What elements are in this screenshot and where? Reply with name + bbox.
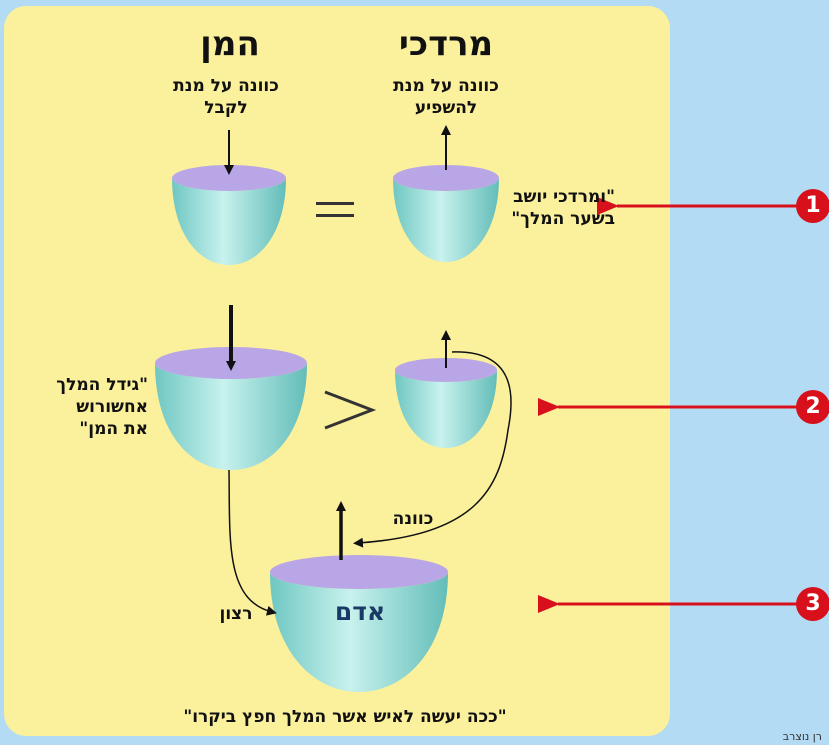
quote-2-line1: "גידל המלך — [56, 375, 148, 395]
label-ratzon: רצון — [219, 604, 253, 624]
bowl-mordechai-top — [393, 165, 499, 262]
intent-haman-line2: לקבל — [204, 98, 248, 118]
header-mordechai: מרדכי — [398, 24, 494, 64]
badge-1: 1 — [796, 189, 829, 223]
bowl-adam — [270, 555, 448, 692]
intent-haman: כוונה על מנת לקבל — [150, 75, 302, 119]
curve-ratzon — [228, 469, 277, 616]
quote-1: "ומרדכי יושב בשער המלך" — [511, 186, 615, 230]
badge-3: 3 — [796, 587, 829, 621]
intent-mordechai-line1: כוונה על מנת — [393, 76, 499, 96]
greater-than-sign — [324, 390, 377, 430]
label-kavana: כוונה — [392, 509, 434, 529]
intent-mordechai-line2: להשפיע — [414, 98, 478, 118]
quote-1-line1: "ומרדכי יושב — [513, 187, 615, 207]
bowl-haman-top — [172, 165, 286, 265]
curve-kavana — [353, 351, 512, 548]
label-adam: אדם — [334, 597, 386, 626]
quote-2-line2: אחשורוש — [76, 397, 148, 417]
quote-bottom: "ככה יעשה לאיש אשר המלך חפץ ביקרו" — [183, 707, 507, 727]
header-haman: המן — [200, 24, 260, 64]
quote-2-line3: את המן" — [79, 419, 148, 439]
bowl-mordechai-middle — [395, 358, 497, 448]
quote-2: "גידל המלך אחשורוש את המן" — [20, 374, 148, 440]
badge-2: 2 — [796, 390, 829, 424]
equal-sign — [316, 202, 354, 217]
intent-haman-line1: כוונה על מנת — [173, 76, 279, 96]
credit-text: רן נוצרב — [782, 730, 822, 743]
intent-mordechai: כוונה על מנת להשפיע — [370, 75, 522, 119]
quote-1-line2: בשער המלך" — [511, 209, 615, 229]
